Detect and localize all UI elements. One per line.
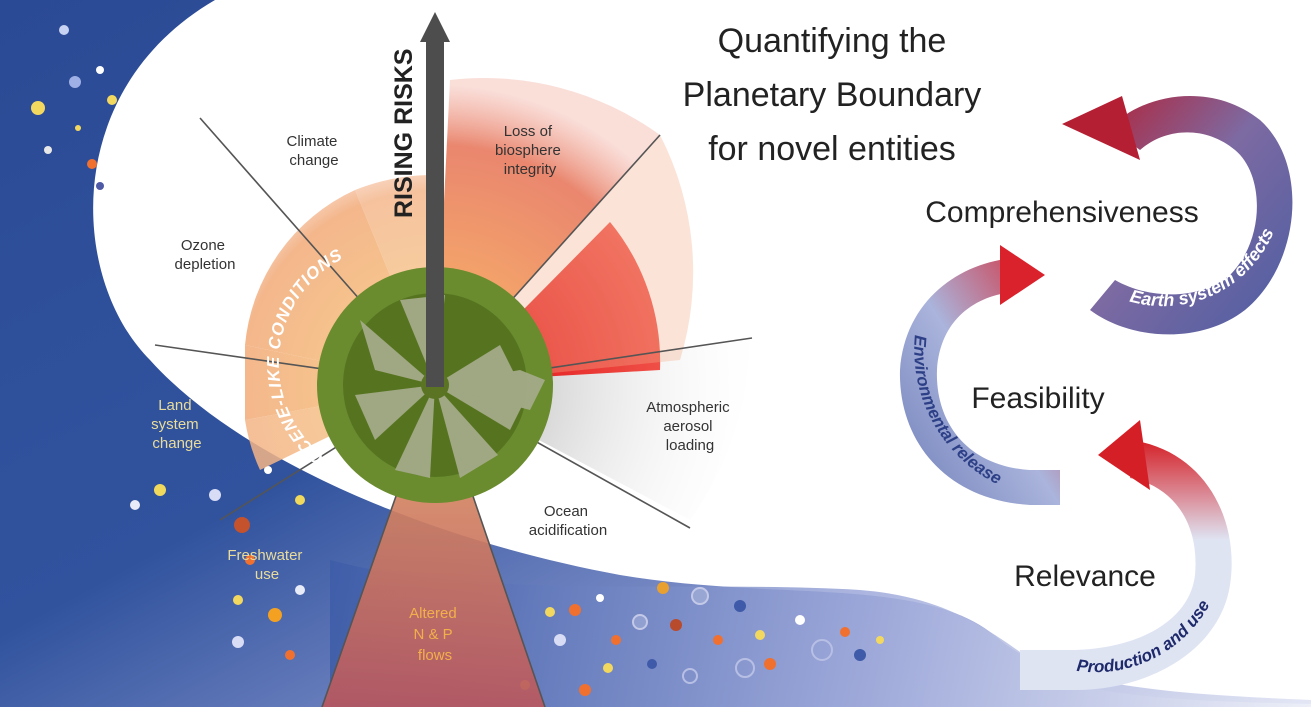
rising-risks-arrow: RISING RISKS <box>390 12 450 387</box>
production-use-arrowhead <box>1098 420 1150 490</box>
earth-system-arrowhead <box>1062 96 1140 160</box>
environmental-release-arrow <box>899 258 1060 505</box>
rising-risks-label: RISING RISKS <box>390 49 418 218</box>
relevance-label: Relevance <box>1014 560 1156 593</box>
biosphere-label: Loss of biosphere integrity <box>495 123 565 178</box>
title-line-2: Planetary Boundary <box>683 76 982 114</box>
land-system-label: Land system change <box>151 397 203 452</box>
freshwater-label: Freshwater use <box>227 547 306 583</box>
environmental-release-arrowhead <box>1000 245 1045 305</box>
climate-change-label: Climate change <box>286 133 341 169</box>
particles <box>31 25 884 696</box>
title-line-3: for novel entities <box>708 130 956 168</box>
ozone-label: Ozone depletion <box>175 237 236 273</box>
ocean-acidification-label: Ocean acidification <box>529 503 607 539</box>
feasibility-label: Feasibility <box>971 382 1104 415</box>
earth-system-arrow <box>1090 95 1293 335</box>
production-use-arrow <box>1020 440 1232 690</box>
title-line-1: Quantifying the <box>718 22 947 60</box>
nutrient-flow-wedge <box>322 385 545 707</box>
nutrient-label: Altered N & P flows <box>409 605 461 664</box>
comprehensiveness-label: Comprehensiveness <box>925 196 1198 229</box>
title: Quantifying the Planetary Boundary for n… <box>683 22 982 168</box>
boundary-labels: Climate change Loss of biosphere integri… <box>151 123 734 664</box>
aerosol-label: Atmospheric aerosol loading <box>646 399 734 454</box>
band-lower-glow <box>330 560 1311 707</box>
